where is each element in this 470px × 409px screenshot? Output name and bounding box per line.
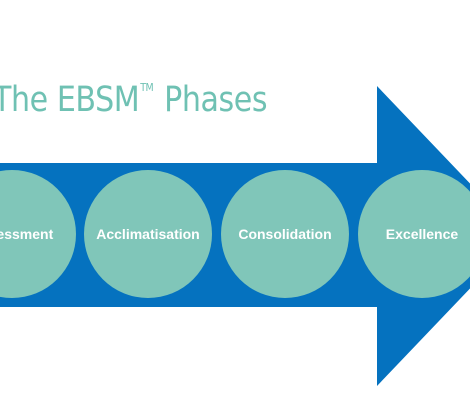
phase-circle xyxy=(0,170,76,298)
phase-label: Acclimatisation xyxy=(96,226,199,242)
phase-assessment: Assessment xyxy=(0,170,76,298)
phase-excellence: Excellence xyxy=(358,170,470,298)
phase-circle xyxy=(221,170,349,298)
phase-label: Consolidation xyxy=(238,226,331,242)
title-suffix: Phases xyxy=(155,80,268,120)
phase-circle xyxy=(84,170,212,298)
title-text: The EBSM xyxy=(0,80,140,120)
page-title: The EBSMTM Phases xyxy=(0,80,268,120)
phase-label: Excellence xyxy=(386,226,459,242)
phase-circle xyxy=(358,170,470,298)
phase-acclimatisation: Acclimatisation xyxy=(84,170,212,298)
phase-consolidation: Consolidation xyxy=(221,170,349,298)
phase-label: Assessment xyxy=(0,226,54,242)
trademark-symbol: TM xyxy=(140,81,154,94)
